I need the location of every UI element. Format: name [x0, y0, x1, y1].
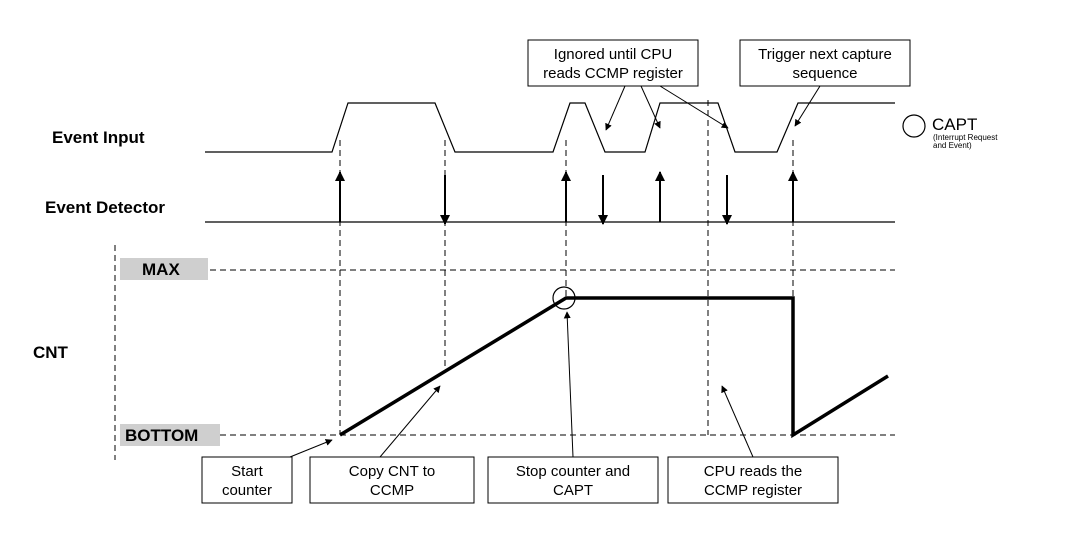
cnt-label: CNT [33, 343, 69, 362]
detector-arrows [335, 171, 798, 225]
pointer-ignored-3 [659, 85, 729, 129]
event-detector-label: Event Detector [45, 198, 165, 217]
event-input-label: Event Input [52, 128, 145, 147]
counter-waveform [339, 296, 889, 439]
callout-cpu-reads-box [667, 456, 839, 504]
bottom-label-bg [120, 424, 220, 446]
bottom-callout-pointers [289, 311, 754, 458]
pointer-ignored-1 [605, 85, 626, 131]
callout-cpu-reads-line1: CPU reads the [704, 463, 802, 480]
callout-cpu-reads: CPU reads the CCMP register [667, 456, 839, 504]
callout-start-line1: Start [231, 463, 264, 480]
callout-copy: Copy CNT to CCMP [309, 456, 475, 504]
callout-start-line2: counter [222, 482, 272, 499]
callout-trigger: Trigger next capture sequence [739, 39, 911, 87]
pointer-copy [379, 385, 441, 458]
callout-stop-line1: Stop counter and [516, 463, 630, 480]
vertical-guides [114, 100, 794, 460]
callout-stop: Stop counter and CAPT [487, 456, 659, 504]
callout-start: Start counter [201, 456, 293, 504]
capt-circle-marker [552, 286, 576, 310]
callout-trigger-line1: Trigger next capture [758, 46, 892, 63]
max-label: MAX [142, 260, 180, 279]
event-input-waveform [205, 102, 895, 153]
callout-copy-line1: Copy CNT to [349, 463, 435, 480]
pointer-cpu-reads [721, 385, 754, 458]
pointer-start [289, 439, 333, 458]
capt-legend-title: CAPT [932, 115, 977, 134]
callout-ignored: Ignored until CPU reads CCMP register [527, 39, 699, 87]
callout-cpu-reads-line2: CCMP register [704, 482, 802, 499]
capt-legend-line1: (Interrupt Request [933, 133, 998, 142]
callout-ignored-line1: Ignored until CPU [554, 46, 672, 63]
level-lines [210, 269, 895, 436]
top-callout-pointers [605, 85, 821, 131]
callout-start-box [201, 456, 293, 504]
callout-trigger-line2: sequence [792, 65, 857, 82]
callout-stop-line2: CAPT [553, 482, 593, 499]
callout-ignored-line2: reads CCMP register [543, 65, 683, 82]
bottom-label: BOTTOM [125, 426, 198, 445]
callout-ignored-box [527, 39, 699, 87]
capt-legend-circle [902, 114, 926, 138]
callout-trigger-box [739, 39, 911, 87]
max-label-bg [120, 258, 208, 280]
pointer-trigger [794, 85, 821, 127]
callout-stop-box [487, 456, 659, 504]
pointer-ignored-2 [640, 85, 661, 129]
capt-legend-line2: and Event) [933, 141, 972, 150]
pointer-stop [563, 311, 574, 458]
callout-copy-line2: CCMP [370, 482, 414, 499]
callout-copy-box [309, 456, 475, 504]
